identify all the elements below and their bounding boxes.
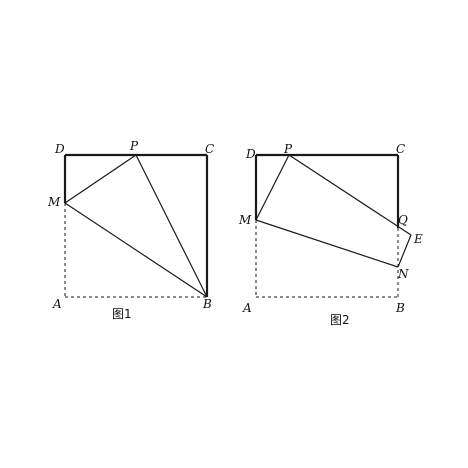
fig1-caption: 图1 [112,307,132,321]
fig2-label-d: D [245,147,256,161]
fig1-label-d: D [54,142,65,156]
fig2-segment-en [397,234,412,268]
fig2-label-p: P [283,142,293,156]
fig2-segment-mp [255,154,290,221]
fig2-label-n: N [397,267,409,281]
fig1-label-m: M [47,195,61,209]
fig2-caption: 图2 [330,313,350,327]
figure-2: D P C M Q E N A B 图2 [238,142,423,327]
fig2-label-a: A [242,301,252,315]
fig1-label-a: A [52,297,62,311]
fig1-label-p: P [129,139,139,153]
fig1-segment-mb [64,202,208,298]
fig2-segment-mn [255,219,399,268]
fig1-label-b: B [202,297,212,311]
fig2-label-b: B [395,301,405,315]
fig1-segment-pb [135,154,208,298]
fig1-segment-mp [64,154,137,204]
fig2-label-c: C [396,142,405,156]
fig2-label-m: M [238,213,252,227]
fig1-label-c: C [205,142,214,156]
fig2-label-e: E [413,232,423,246]
fig2-segment-pe [288,154,412,236]
figure-1: D P C M A B 图1 [47,139,214,321]
fig2-label-q: Q [398,213,408,227]
